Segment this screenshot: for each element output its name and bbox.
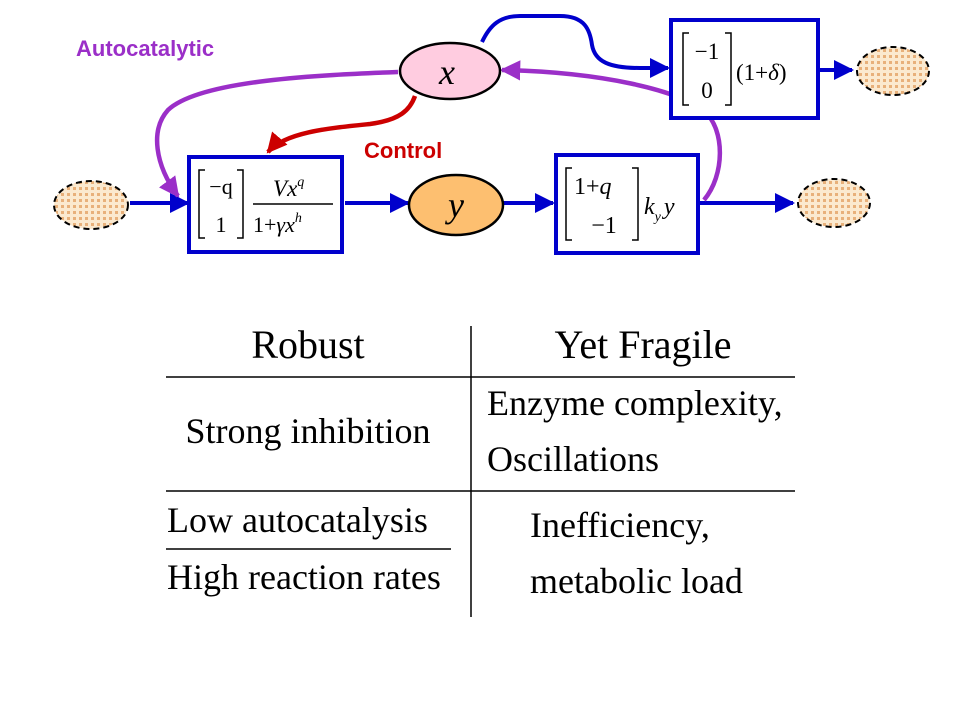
box-left-den-a: 1+	[253, 212, 276, 237]
box-mid-vec-bottom: −1	[591, 213, 617, 239]
box-right	[669, 18, 820, 120]
box-right-factor-close: )	[779, 60, 787, 85]
table-row2-right-line2: metabolic load	[530, 561, 743, 601]
box-mid-vec-top-q: q	[600, 174, 612, 200]
sink-reservoir-bottom	[797, 178, 871, 228]
table-row2-right-line1: Inefficiency,	[530, 505, 710, 545]
sink-reservoir-top	[856, 46, 930, 96]
label-autocatalytic: Autocatalytic	[76, 36, 214, 61]
table-header-left: Robust	[251, 322, 364, 367]
box-left-den-gamma: γ	[276, 212, 286, 237]
box-left-den-x: x	[284, 212, 295, 237]
box-right-bracket-close	[725, 32, 732, 106]
node-y	[407, 173, 505, 237]
table-row1-right-line2: Oscillations	[487, 439, 659, 479]
box-mid-bracket-close	[632, 167, 639, 241]
flux-arrow-x-to-right-box	[480, 14, 670, 78]
box-left-vec-top: −q	[209, 174, 232, 199]
table-row1-right-line1: Enzyme complexity,	[487, 383, 783, 423]
box-right-vec-bottom: 0	[701, 78, 713, 103]
box-mid-k-sub: y	[653, 210, 662, 225]
box-mid-k: k	[644, 194, 655, 220]
box-left-den-exp: h	[295, 211, 302, 226]
table-header-right: Yet Fragile	[554, 322, 731, 367]
box-right-factor-open: (1+	[736, 60, 768, 85]
table-row2-left-bottom: High reaction rates	[167, 557, 441, 597]
box-left-denominator: 1+γxh	[253, 211, 302, 237]
box-right-bracket-open	[682, 32, 689, 106]
box-mid-bracket-open	[565, 167, 572, 241]
node-x	[398, 41, 502, 101]
autocatalytic-arrow-x-to-left-box	[154, 69, 399, 198]
box-mid-vec-top: 1+q	[574, 174, 612, 200]
box-right-factor: (1+δ)	[736, 60, 787, 85]
box-left-num-x: x	[286, 176, 298, 201]
robust-fragile-table: Robust Yet Fragile Strong inhibition Enz…	[166, 322, 795, 617]
table-row1-left: Strong inhibition	[185, 411, 430, 451]
box-left-bracket-close	[237, 169, 244, 239]
box-left-bracket-open	[198, 169, 205, 239]
box-mid	[554, 153, 700, 255]
box-left-numerator: Vxq	[273, 175, 304, 201]
control-arrow-x-to-left-box	[266, 95, 418, 154]
table-row2-left-top: Low autocatalysis	[167, 500, 428, 540]
box-mid-y: y	[662, 194, 675, 220]
node-x-label: x	[438, 52, 455, 92]
box-left-num-V: V	[273, 176, 290, 201]
box-left-vec-bottom: 1	[216, 212, 227, 237]
box-right-vec-top: −1	[695, 39, 719, 64]
label-control: Control	[364, 138, 442, 163]
box-right-delta: δ	[768, 60, 779, 85]
node-y-label: y	[445, 185, 464, 225]
source-reservoir	[53, 180, 129, 230]
box-mid-vec-top-a: 1+	[574, 174, 600, 200]
box-left-num-exp: q	[297, 175, 304, 190]
